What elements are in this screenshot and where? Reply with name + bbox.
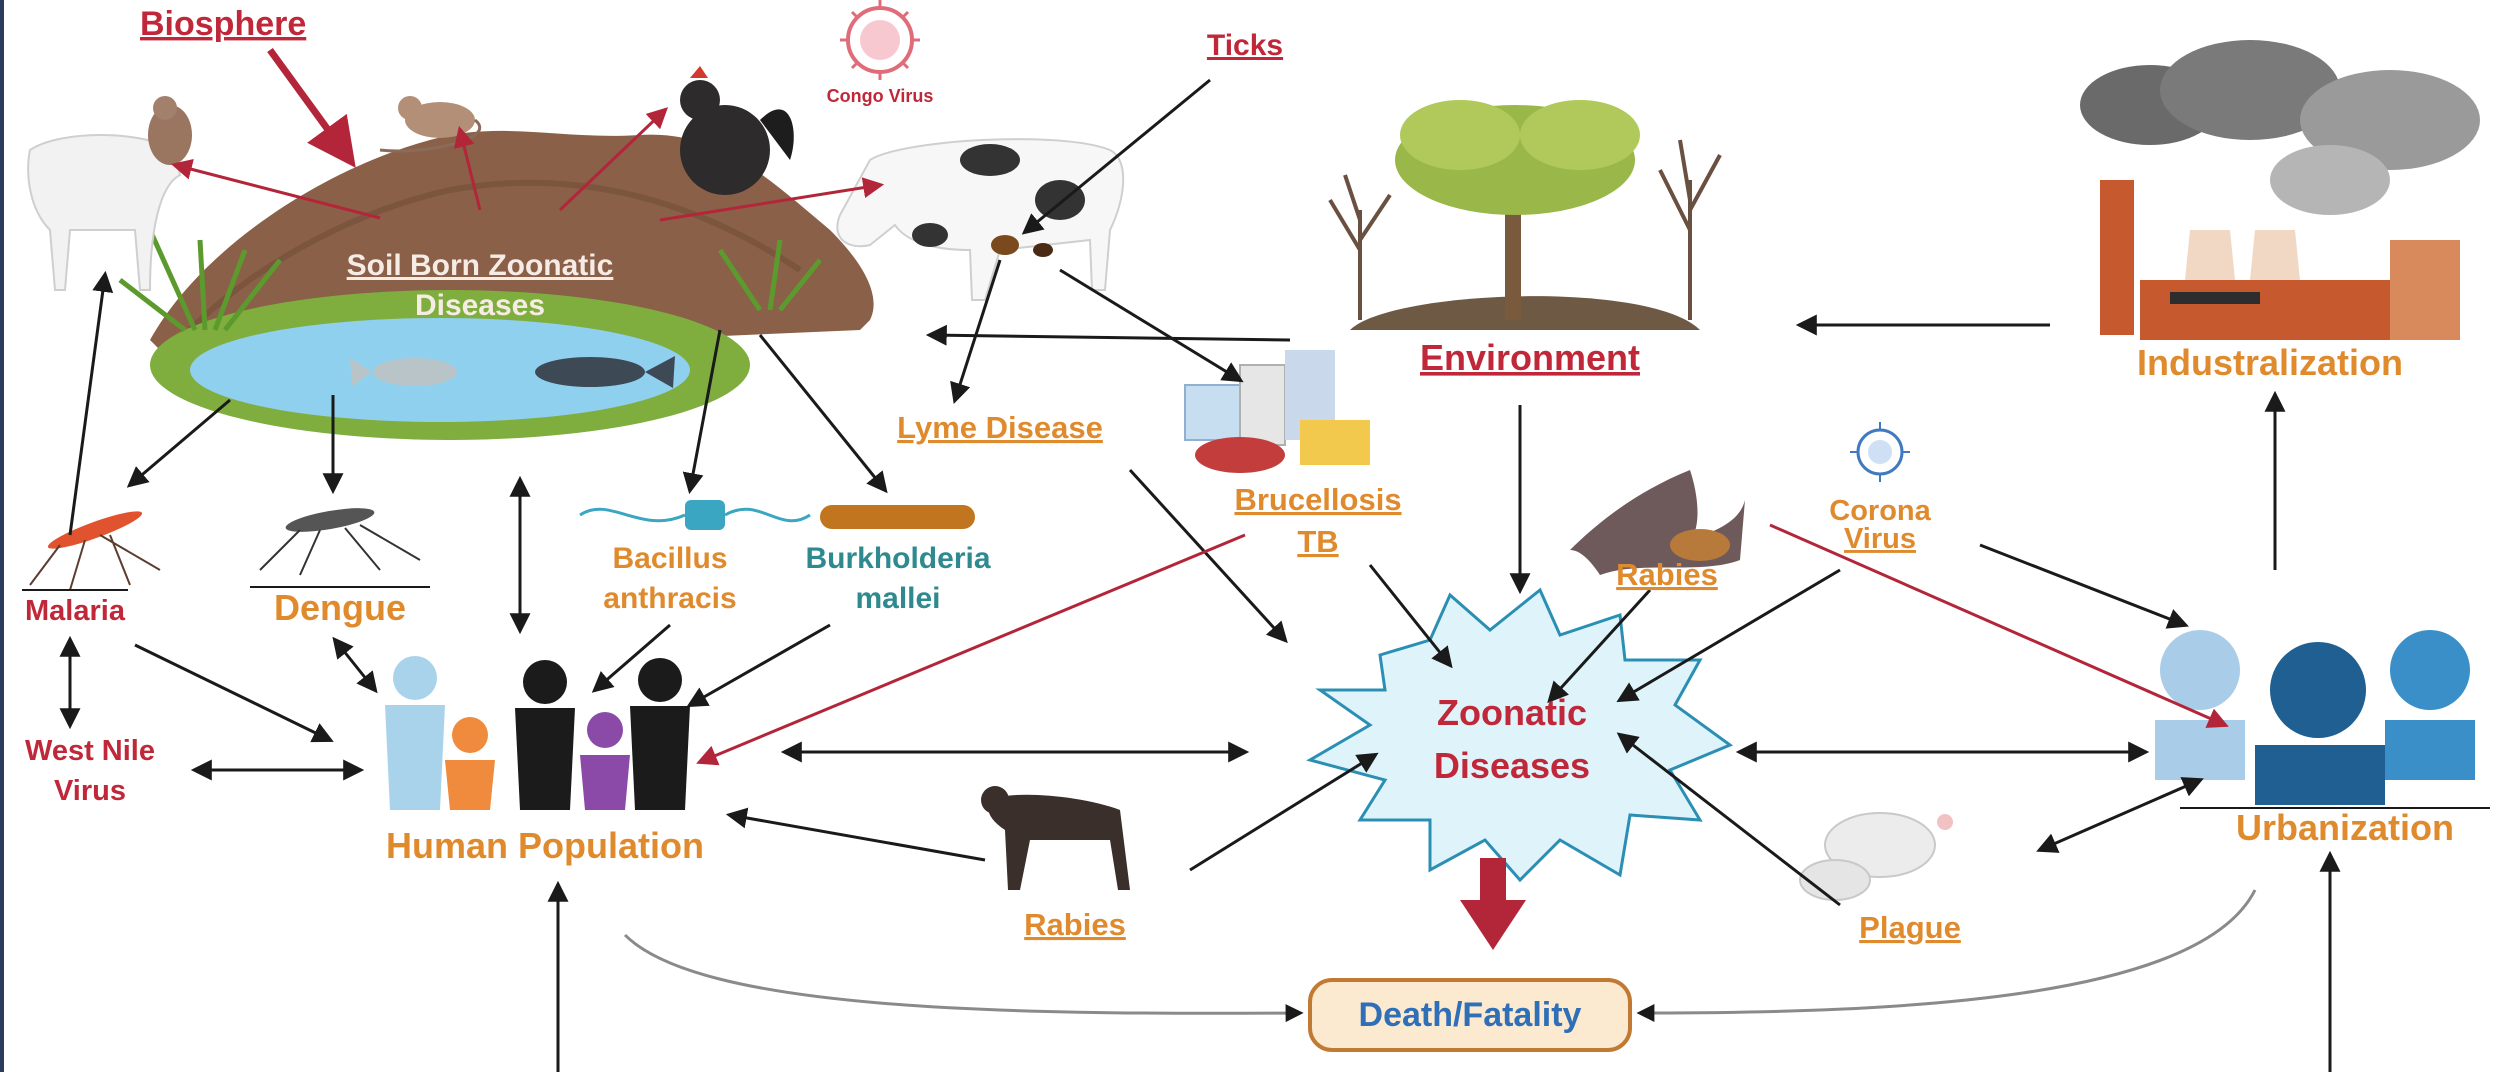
label-urbanization: Urbanization [2236, 807, 2454, 848]
label-corona-line2: Virus [1844, 523, 1916, 555]
label-human-population: Human Population [386, 825, 704, 866]
label-dengue: Dengue [274, 587, 406, 628]
cow-icon [837, 139, 1123, 300]
label-zoonatic-line1: Zoonatic [1437, 692, 1587, 733]
squirrel-icon [148, 96, 192, 165]
label-tb: TB [1297, 524, 1338, 559]
label-zoonatic-line2: Diseases [1434, 745, 1590, 786]
label-malaria: Malaria [25, 595, 126, 627]
congo-virus-icon [840, 0, 920, 80]
urbanization-people-icon [2155, 630, 2475, 805]
factory-icon [2080, 40, 2480, 340]
human-population-icon [385, 656, 690, 810]
label-soil-line1: Soil Born Zoonatic [347, 249, 614, 282]
label-bacillus-line1: Bacillus [612, 542, 727, 575]
label-west-nile-line1: West Nile [25, 735, 155, 767]
chicken-icon [680, 66, 794, 195]
dairy-meat-icon [1185, 350, 1370, 473]
zoonatic-diseases-burst [1310, 590, 1730, 880]
label-west-nile-line2: Virus [54, 775, 126, 807]
mosquito-icon [260, 503, 420, 575]
label-brucellosis: Brucellosis [1234, 482, 1401, 517]
left-border [0, 0, 4, 1072]
dog-icon [981, 786, 1130, 890]
mosquito-icon [30, 505, 160, 590]
environment-illustration [1330, 100, 1720, 330]
label-congo-virus: Congo Virus [827, 86, 934, 106]
label-environment: Environment [1420, 337, 1640, 378]
label-burkholderia-line1: Burkholderia [805, 542, 990, 575]
label-ticks: Ticks [1207, 29, 1283, 62]
mice-icon [1800, 813, 1953, 900]
burkholderia-icon [820, 505, 975, 529]
bacillus-icon [580, 500, 810, 530]
label-bacillus-line2: anthracis [603, 582, 736, 615]
label-rabies-dog: Rabies [1024, 907, 1126, 942]
label-soil-line2: Diseases [415, 289, 545, 322]
label-lyme-disease: Lyme Disease [897, 410, 1103, 445]
corona-virus-icon [1850, 422, 1910, 482]
label-plague: Plague [1859, 910, 1961, 945]
label-burkholderia-line2: mallei [855, 582, 940, 615]
label-industralization: Industralization [2137, 342, 2403, 383]
label-rabies-bat: Rabies [1616, 557, 1718, 592]
label-biosphere: Biosphere [140, 5, 306, 43]
label-death-fatality: Death/Fatality [1359, 996, 1582, 1034]
